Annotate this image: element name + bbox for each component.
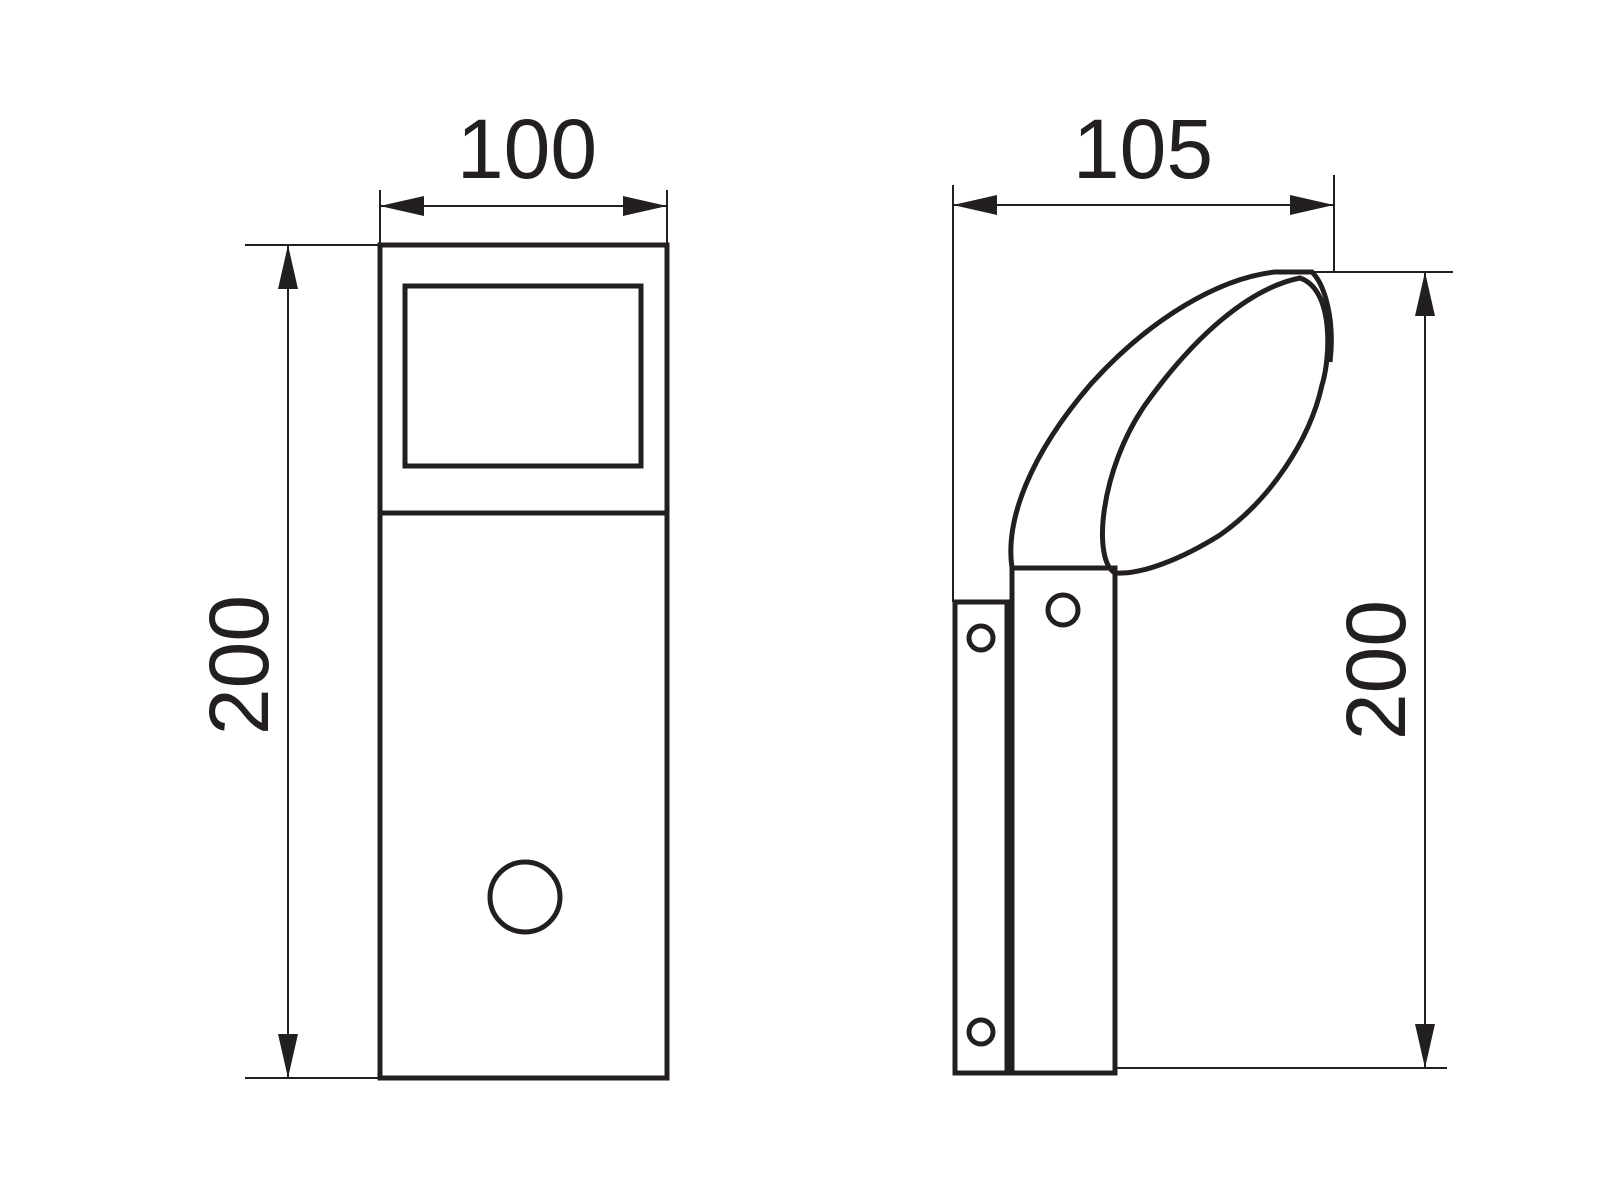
front-height-dimension: 200 bbox=[192, 244, 380, 1079]
side-post-screw bbox=[1045, 592, 1081, 628]
side-height-arrow-bottom bbox=[1415, 1024, 1435, 1068]
side-depth-dimension: 105 bbox=[952, 102, 1335, 602]
side-depth-arrow-right bbox=[1290, 195, 1334, 215]
side-post bbox=[1009, 565, 1118, 1076]
side-height-arrow-top bbox=[1415, 272, 1435, 316]
front-width-arrow-right bbox=[623, 196, 667, 216]
side-plate-screw-top bbox=[966, 623, 996, 653]
side-lamp-lens bbox=[1099, 275, 1331, 576]
side-height-label: 200 bbox=[1329, 600, 1423, 740]
side-depth-arrow-left bbox=[953, 195, 997, 215]
side-wall-plate bbox=[952, 599, 1010, 1076]
front-body-outline bbox=[377, 242, 670, 1081]
front-lens-window bbox=[402, 283, 644, 469]
front-width-dimension: 100 bbox=[379, 102, 668, 245]
front-sensor-circle bbox=[487, 859, 563, 935]
side-depth-label: 105 bbox=[1073, 102, 1213, 196]
front-view bbox=[377, 242, 670, 1081]
front-height-arrow-top bbox=[278, 245, 298, 289]
side-plate-screw-bottom bbox=[966, 1017, 996, 1047]
front-height-arrow-bottom bbox=[278, 1034, 298, 1078]
front-width-arrow-left bbox=[380, 196, 424, 216]
front-width-label: 100 bbox=[457, 102, 597, 196]
side-height-dimension: 200 bbox=[1115, 271, 1453, 1069]
front-height-label: 200 bbox=[192, 595, 286, 735]
side-view bbox=[952, 269, 1334, 1076]
side-lamp-head-outer bbox=[1008, 269, 1334, 569]
